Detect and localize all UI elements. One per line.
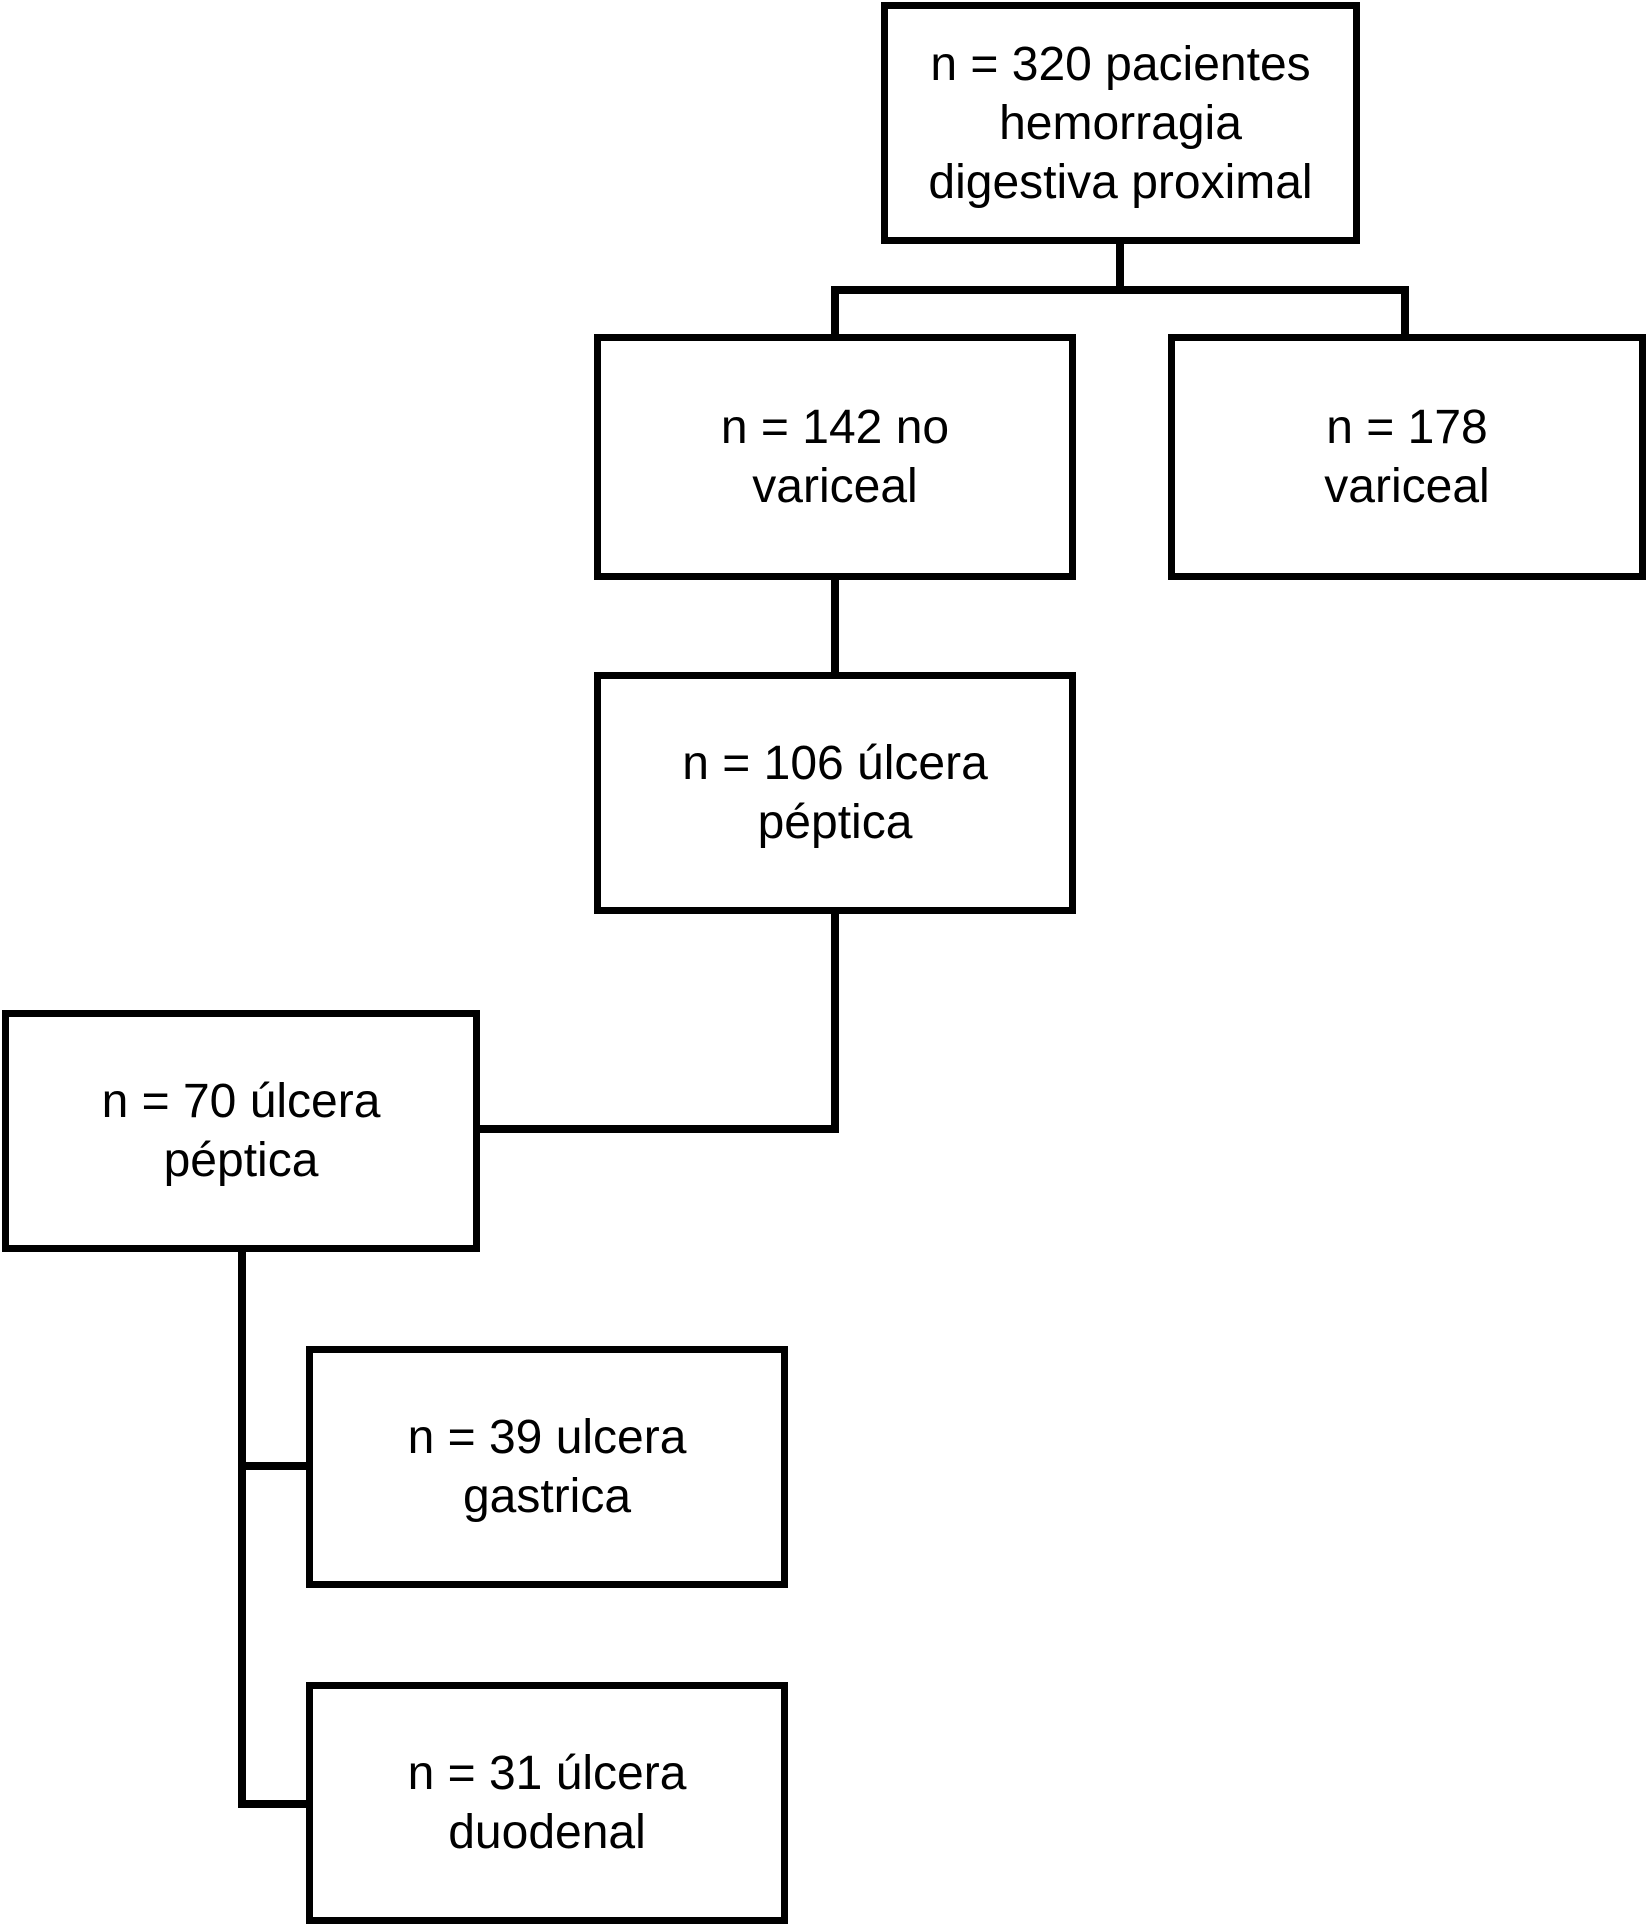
node-variceal-line-1: n = 178 bbox=[1326, 401, 1488, 454]
node-total-patients-line-2: hemorragia bbox=[999, 96, 1242, 150]
connector-to-variceal bbox=[1401, 286, 1409, 338]
connector-to-nonvariceal bbox=[831, 286, 839, 338]
node-duodenal-ulcer-line-2: duodenal bbox=[448, 1806, 646, 1859]
node-peptic-ulcer-106-line-1: n = 106 úlcera bbox=[682, 737, 988, 790]
connector-root-stem bbox=[1116, 240, 1124, 290]
node-non-variceal-line-2: variceal bbox=[752, 460, 918, 513]
connector-to-duodenal bbox=[238, 1800, 310, 1808]
node-peptic-ulcer-70-line-1: n = 70 úlcera bbox=[101, 1075, 381, 1128]
node-gastric-ulcer: n = 39 ulcera gastrica bbox=[306, 1346, 788, 1588]
connector-ulcer70-spine bbox=[238, 1248, 246, 1808]
node-peptic-ulcer-106: n = 106 úlcera péptica bbox=[594, 672, 1076, 914]
connector-ulcer106-down bbox=[831, 910, 839, 1133]
node-total-patients-line-1: n = 320 pacientes bbox=[930, 37, 1311, 91]
node-gastric-ulcer-line-2: gastrica bbox=[462, 1470, 632, 1523]
connector-nonvariceal-to-ulcer106 bbox=[831, 576, 839, 676]
node-variceal: n = 178 variceal bbox=[1168, 334, 1646, 580]
node-peptic-ulcer-70: n = 70 úlcera péptica bbox=[2, 1010, 480, 1252]
node-non-variceal-line-1: n = 142 no bbox=[720, 401, 950, 454]
node-duodenal-ulcer-line-1: n = 31 úlcera bbox=[407, 1747, 687, 1800]
node-total-patients-line-3: digestiva proximal bbox=[928, 155, 1313, 209]
node-duodenal-ulcer: n = 31 úlcera duodenal bbox=[306, 1682, 788, 1924]
connector-to-ulcer70 bbox=[476, 1125, 839, 1133]
node-gastric-ulcer-line-1: n = 39 ulcera bbox=[407, 1411, 687, 1464]
connector-to-gastric bbox=[238, 1462, 310, 1470]
connector-root-bar bbox=[831, 286, 1409, 294]
node-peptic-ulcer-106-line-2: péptica bbox=[757, 796, 913, 849]
node-total-patients: n = 320 pacientes hemorragia digestiva p… bbox=[881, 2, 1360, 244]
node-peptic-ulcer-70-line-2: péptica bbox=[163, 1134, 319, 1187]
node-non-variceal: n = 142 no variceal bbox=[594, 334, 1076, 580]
node-variceal-line-2: variceal bbox=[1324, 460, 1490, 513]
